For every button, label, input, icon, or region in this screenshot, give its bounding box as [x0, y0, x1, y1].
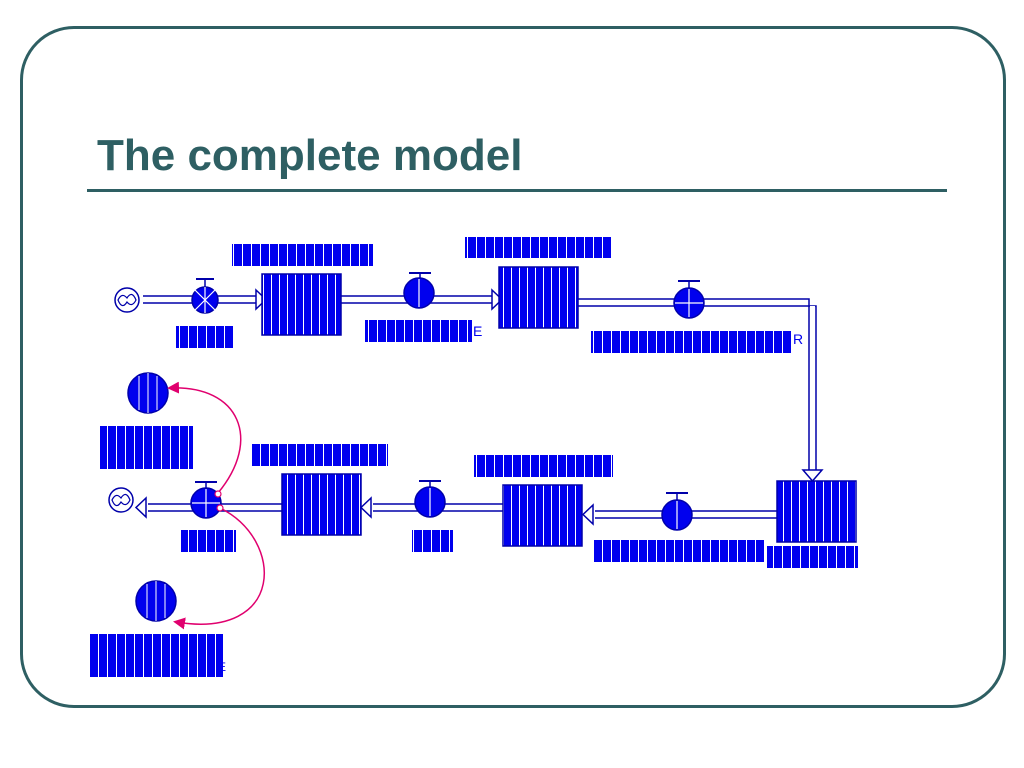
label-flow-2	[365, 320, 472, 342]
label-flow-4	[594, 540, 765, 562]
stock-box-4[interactable]	[502, 484, 583, 547]
label-stock-4	[474, 455, 613, 477]
label-fragment-1: E	[473, 323, 482, 339]
label-fragment-3: E	[218, 660, 226, 674]
connector-arc-1	[167, 381, 242, 498]
auxiliary-circle-icon-1[interactable]	[127, 372, 169, 414]
title-underline	[87, 189, 947, 192]
sink-cloud-icon	[108, 487, 134, 513]
label-flow-5	[412, 530, 453, 552]
stock-box-1[interactable]	[261, 273, 342, 336]
label-stock-2	[465, 237, 612, 258]
label-flow-3	[591, 331, 792, 353]
flow-valve-icon-5[interactable]	[414, 480, 446, 518]
stock-box-3[interactable]	[776, 480, 857, 543]
stock-box-2[interactable]	[498, 266, 579, 329]
label-stock-3	[767, 546, 858, 568]
flow-valve-icon-1[interactable]	[191, 278, 219, 314]
slide-frame	[20, 26, 1006, 708]
label-fragment-2: R	[793, 331, 803, 347]
flow-valve-icon-3[interactable]	[673, 280, 705, 319]
flow-valve-icon-2[interactable]	[403, 272, 435, 309]
pipe-top-right	[578, 298, 824, 483]
connector-arc-2	[173, 504, 265, 630]
source-cloud-icon	[114, 287, 140, 313]
label-aux-1	[100, 426, 193, 469]
label-flow-6	[181, 530, 236, 552]
flow-valve-icon-4[interactable]	[661, 492, 693, 531]
label-stock-1	[232, 244, 373, 266]
auxiliary-circle-icon-2[interactable]	[135, 580, 177, 622]
stock-box-5[interactable]	[281, 473, 362, 536]
flow-valve-icon-6[interactable]	[190, 481, 222, 519]
label-aux-2	[90, 634, 223, 677]
slide-title: The complete model	[97, 131, 523, 180]
label-flow-1	[176, 326, 234, 348]
label-stock-5	[252, 444, 388, 466]
